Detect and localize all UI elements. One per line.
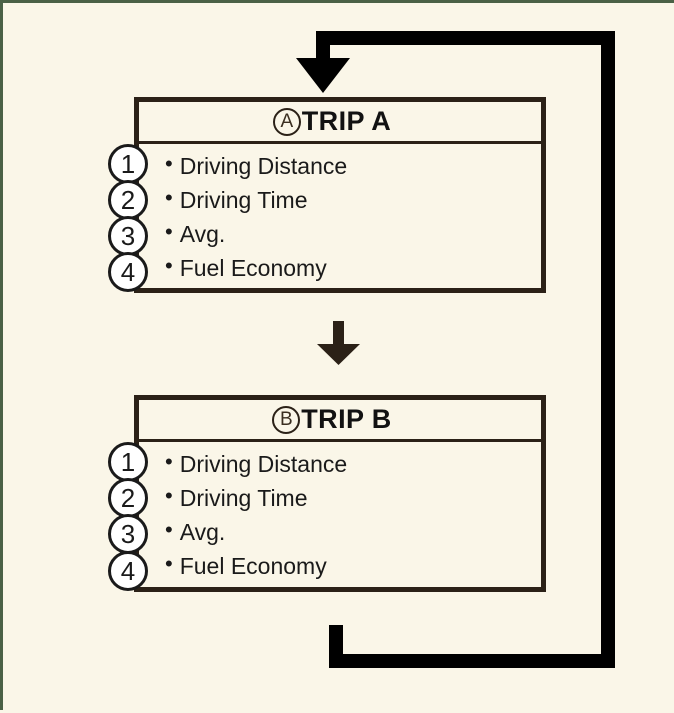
step-number-badge: 4 [108,551,148,591]
trip-b-feature-list: 1 • Driving Distance 2 • Driving Time 3 … [108,442,541,591]
list-item[interactable]: 3 • Avg. [108,216,541,256]
down-arrow [317,321,360,365]
list-item[interactable]: 2 • Driving Time [108,180,541,220]
feature-label: Driving Distance [179,450,348,477]
step-number-badge: 1 [108,144,148,184]
step-number-badge: 4 [108,252,148,292]
bullet-icon: • [165,551,173,576]
list-item[interactable]: 4 • Fuel Economy [108,251,541,292]
trip-a-title: TRIP A [301,106,392,136]
trip-b-header: B TRIP B [139,400,541,442]
list-item[interactable]: 4 • Fuel Economy [108,549,541,591]
feature-label: Driving Distance [179,152,348,179]
feature-label: Avg. [179,220,226,247]
list-item[interactable]: 2 • Driving Time [108,478,541,518]
step-number-badge: 3 [108,514,148,554]
step-number-badge: 2 [108,180,148,220]
list-item[interactable]: 3 • Avg. [108,514,541,554]
trip-b-box[interactable]: B TRIP B 1 • Driving Distance 2 • Drivin… [108,395,546,592]
bullet-icon: • [165,185,173,210]
down-arrow-head [317,344,360,365]
feature-label: Driving Time [179,484,308,511]
trip-b-title: TRIP B [301,404,392,434]
feature-label: Driving Time [179,186,308,213]
trip-b-letter-badge: B [272,405,301,434]
bullet-icon: • [165,219,173,244]
step-number-badge: 1 [108,442,148,482]
trip-a-letter-badge: A [272,107,301,136]
bullet-icon: • [165,253,173,278]
loop-arrow-head [296,58,350,93]
trip-a-feature-list: 1 • Driving Distance 2 • Driving Time 3 … [108,144,541,292]
step-number-badge: 3 [108,216,148,256]
trip-a-box[interactable]: A TRIP A 1 • Driving Distance 2 • Drivin… [108,97,546,293]
bullet-icon: • [165,483,173,508]
bullet-icon: • [165,449,173,474]
feature-label: Fuel Economy [179,254,327,281]
trip-a-header-inner: A TRIP A [272,106,392,137]
list-item[interactable]: 1 • Driving Distance [108,442,541,482]
feature-label: Avg. [179,518,226,545]
step-number-badge: 2 [108,478,148,518]
bullet-icon: • [165,517,173,542]
down-arrow-shaft [333,321,344,347]
bullet-icon: • [165,151,173,176]
trip-a-header: A TRIP A [139,102,541,144]
trip-b-header-inner: B TRIP B [272,404,391,435]
list-item[interactable]: 1 • Driving Distance [108,144,541,184]
feature-label: Fuel Economy [179,552,327,579]
